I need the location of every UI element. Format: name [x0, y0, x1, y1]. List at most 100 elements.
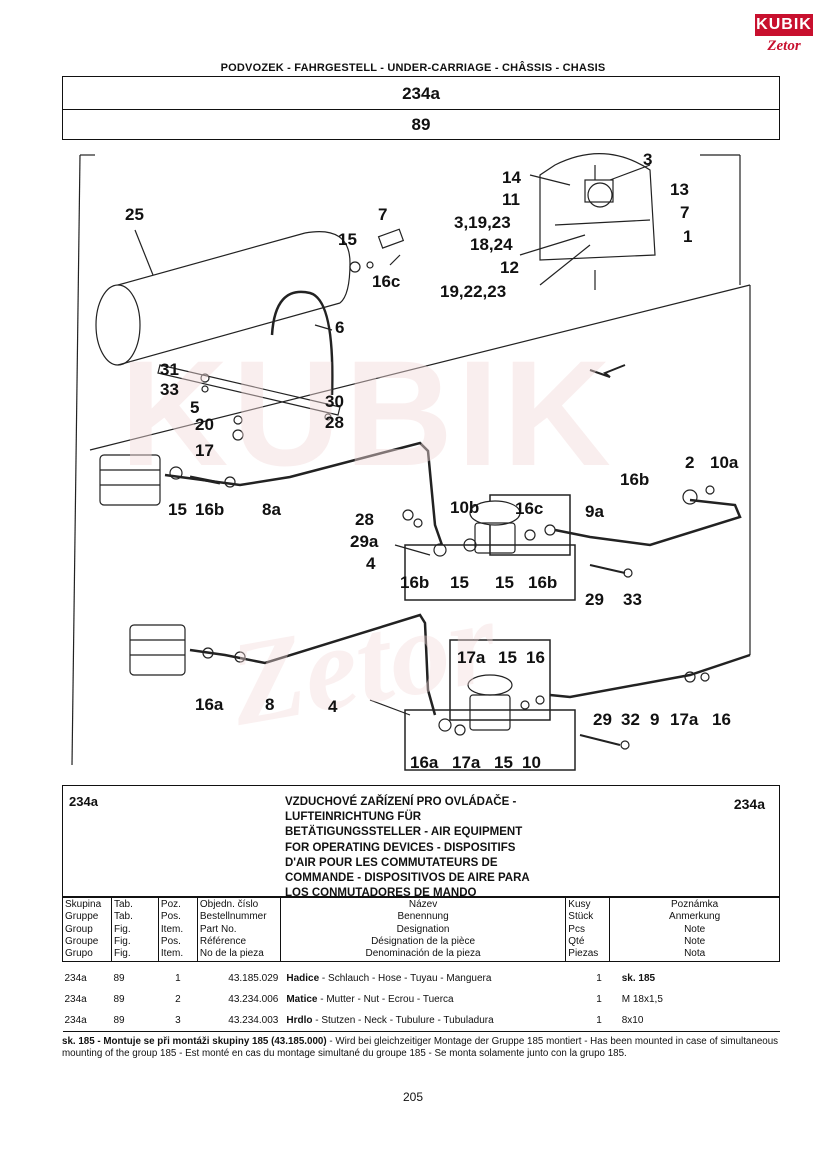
- col-note: Poznámka Anmerkung Note Note Nota: [609, 896, 780, 963]
- logo-sub: Zetor: [767, 38, 801, 54]
- diagram-label: 4: [366, 554, 376, 573]
- cell-part: 43.234.003: [197, 1010, 281, 1033]
- diagram-label: 12: [500, 258, 519, 277]
- diagram-label: 33: [160, 380, 179, 399]
- diagram-label: 33: [623, 590, 642, 609]
- diagram-label: 16c: [515, 499, 543, 518]
- diagram-label: 19,22,23: [440, 282, 506, 301]
- cell-group: 234a: [64, 994, 87, 1006]
- diagram-label: 20: [195, 415, 214, 434]
- group-code: 234a: [402, 84, 440, 103]
- diagram-label: 13: [670, 180, 689, 199]
- diagram-label: 25: [125, 205, 144, 224]
- diagram-label: 16a: [195, 695, 224, 714]
- cell-tab: 89: [111, 1010, 159, 1033]
- cell-name: Hrdlo - Stutzen - Neck - Tubulure - Tubu…: [280, 1010, 566, 1033]
- kubik-zetor-logo: KUBIK Zetor: [755, 14, 813, 60]
- diagram-label: 15: [338, 230, 357, 249]
- diagram-label: 10a: [710, 453, 739, 472]
- cell-qty: 1: [596, 994, 602, 1006]
- diagram-label: 29a: [350, 532, 379, 551]
- diagram-label: 6: [335, 318, 344, 337]
- cell-group: 234a: [62, 1010, 112, 1033]
- diagram-label: 17a: [457, 648, 486, 667]
- title-block: 234a VZDUCHOVÉ ZAŘÍZENÍ PRO OVLÁDAČE - L…: [62, 785, 780, 899]
- fig-number-box: 89: [62, 110, 780, 140]
- diagram-label: 4: [328, 697, 338, 716]
- title-code-left: 234a: [69, 794, 98, 809]
- title-code-right: 234a: [733, 796, 765, 812]
- parts-table: Skupina Gruppe Group Groupe Grupo Tab. T…: [62, 896, 780, 1033]
- diagram-label: 3: [643, 150, 652, 169]
- col-group: Skupina Gruppe Group Groupe Grupo: [62, 896, 112, 963]
- diagram-label: 16: [526, 648, 545, 667]
- diagram-label: 16b: [528, 573, 557, 592]
- diagram-label: 29: [585, 590, 604, 609]
- diagram-label: 11: [502, 190, 520, 209]
- cell-note: sk. 185: [621, 973, 656, 985]
- cell-name-rest: - Schlauch - Hose - Tuyau - Manguera: [319, 973, 492, 985]
- col-part: Objedn. číslo Bestellnummer Part No. Réf…: [196, 896, 281, 963]
- cell-name: Matice - Mutter - Nut - Ecrou - Tuerca: [280, 989, 565, 1010]
- footnote: sk. 185 - Montuje se při montáži skupiny…: [62, 1036, 780, 1061]
- diagram-label: 16b: [400, 573, 429, 592]
- cell-name-rest: - Stutzen - Neck - Tubulure - Tubuladura: [312, 1015, 494, 1027]
- diagram-label: 8a: [262, 500, 281, 519]
- diagram-label: 32: [621, 710, 640, 729]
- diagram-label: 7: [378, 205, 387, 224]
- col-pos: Poz. Pos. Item. Pos. Item.: [157, 896, 198, 963]
- diagram-label: 1: [683, 227, 692, 246]
- diagram-label: 8: [265, 695, 274, 714]
- diagram-label: 15: [495, 573, 514, 592]
- diagram-label: 3,19,23: [454, 213, 511, 232]
- diagram-label: 14: [502, 168, 521, 187]
- diagram-label: 7: [680, 203, 689, 222]
- diagram-label: 18,24: [470, 235, 513, 254]
- cell-name-rest: - Mutter - Nut - Ecrou - Tuerca: [317, 994, 454, 1006]
- col-qty: Kusy Stück Pcs Qté Piezas: [565, 896, 611, 963]
- page-number: 205: [402, 1090, 424, 1104]
- svg-text:KUBIK: KUBIK: [120, 329, 615, 497]
- diagram-label: 16b: [195, 500, 224, 519]
- cell-name-bold: Hadice: [286, 973, 320, 985]
- diagram-label: 31: [160, 360, 179, 379]
- diagram-label: 5: [190, 398, 199, 417]
- diagram-label: 16c: [372, 272, 400, 291]
- diagram-label: 15: [168, 500, 187, 519]
- exploded-diagram: KUBIK Zetor 2515716c6313352017302814113,…: [71, 150, 751, 772]
- diagram-label: 9a: [585, 502, 604, 521]
- diagram-label-layer: 2515716c6313352017302814113,19,2318,2412…: [125, 150, 739, 772]
- diagram-label: 17a: [670, 710, 699, 729]
- cell-name-bold: Hrdlo: [286, 1015, 313, 1027]
- cell-group: 234a: [64, 973, 87, 985]
- cell-tab: 89: [113, 973, 125, 985]
- parts-table-header: Skupina Gruppe Group Groupe Grupo Tab. T…: [62, 896, 780, 963]
- diagram-label: 15: [494, 753, 513, 772]
- cell-qty: 1: [596, 973, 602, 985]
- cell-name: Hadice - Schlauch - Hose - Tuyau - Mangu…: [280, 962, 565, 990]
- section-header: PODVOZEK - FAHRGESTELL - UNDER-CARRIAGE …: [220, 62, 606, 74]
- cell-part: 43.185.029: [228, 973, 279, 985]
- cell-qty: 1: [565, 1010, 610, 1033]
- diagram-label: 30: [325, 392, 344, 411]
- footnote-rest: - Wird bei gleichzeitiger Montage der Gr…: [62, 1036, 779, 1060]
- diagram-label: 28: [355, 510, 374, 529]
- logo-brand: KUBIK: [755, 14, 813, 36]
- diagram-label: 16b: [620, 470, 649, 489]
- diagram-label: 10: [522, 753, 541, 772]
- footnote-bold: sk. 185 - Montuje se při montáži skupiny…: [62, 1036, 327, 1047]
- diagram-label: 16: [712, 710, 731, 729]
- diagram-label: 16a: [410, 753, 439, 772]
- diagram-label: 10b: [450, 498, 479, 517]
- cell-pos: 1: [175, 973, 181, 985]
- diagram-label: 9: [650, 710, 659, 729]
- diagram-label: 15: [450, 573, 469, 592]
- cell-note: 8x10: [609, 1010, 780, 1033]
- cell-pos: 2: [175, 994, 181, 1006]
- group-code-box: 234a: [62, 76, 780, 110]
- diagram-label: 29: [593, 710, 612, 729]
- cell-part: 43.234.006: [228, 994, 279, 1006]
